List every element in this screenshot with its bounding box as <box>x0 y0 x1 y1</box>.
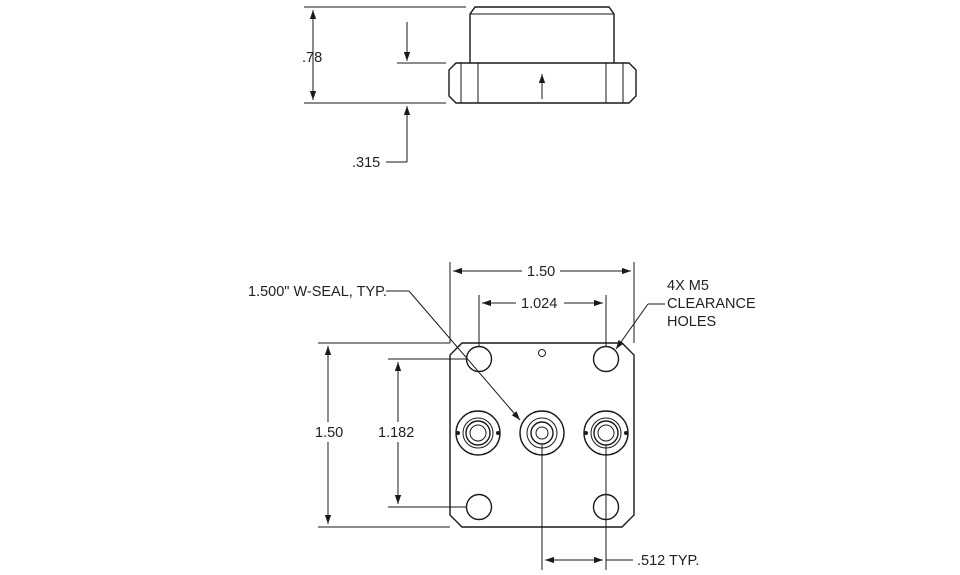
flange-dimension <box>386 22 446 163</box>
inner-height-dimension <box>376 358 466 508</box>
width-label: 1.50 <box>527 264 555 280</box>
mounting-hole <box>465 493 493 521</box>
mounting-hole <box>465 345 493 373</box>
port-spacing-label: .512 TYP. <box>637 553 699 569</box>
hole-spacing-dimension <box>478 294 607 346</box>
height-dimension <box>313 342 450 528</box>
holes-callout-line-2: CLEARANCE <box>667 296 756 312</box>
flange-thickness-label: .315 <box>352 155 380 171</box>
side-view: .78 .315 <box>302 6 637 171</box>
alignment-pin-hole <box>538 349 546 357</box>
port-spacing-dimension <box>541 445 633 570</box>
width-dimension <box>449 262 635 343</box>
inner-height-label: 1.182 <box>378 425 414 441</box>
height-dimension-side <box>304 6 466 104</box>
block-outline <box>449 342 635 528</box>
seal-callout-leader <box>386 290 521 421</box>
side-height-label: .78 <box>302 50 322 66</box>
height-label: 1.50 <box>315 425 343 441</box>
seal-port-left <box>455 410 501 456</box>
side-view-body <box>448 6 637 104</box>
plan-view: 1.50 1.024 1.50 1.182 <box>248 262 756 570</box>
hole-spacing-label: 1.024 <box>521 296 557 312</box>
holes-callout-line-3: HOLES <box>667 314 716 330</box>
holes-callout-line-1: 4X M5 <box>667 278 709 294</box>
mounting-hole <box>592 345 620 373</box>
seal-callout-label: 1.500" W-SEAL, TYP. <box>248 284 387 300</box>
holes-callout-leader <box>615 303 665 350</box>
